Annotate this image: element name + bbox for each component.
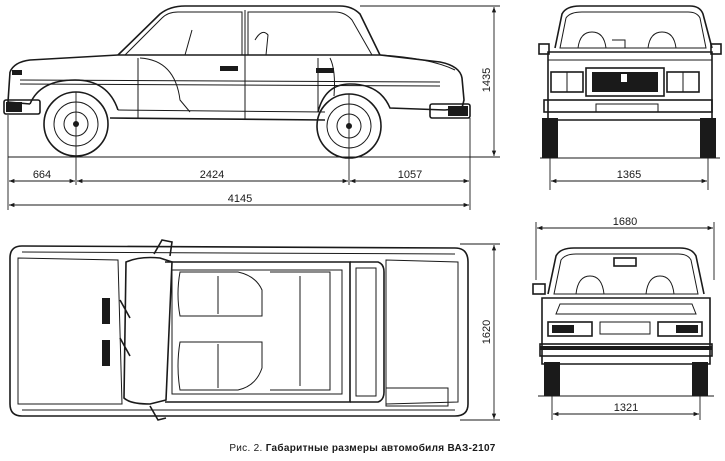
caption-title: Габаритные размеры автомобиля ВАЗ-2107	[265, 443, 496, 454]
front-track-label: 1365	[617, 169, 641, 181]
top-dimensions: 1620	[460, 243, 500, 421]
overall-width-label: 1620	[481, 320, 493, 344]
top-view	[9, 239, 469, 421]
side-dimensions: 664 2424 1057 4145 1435	[9, 5, 500, 208]
front-overhang-label: 664	[33, 169, 51, 181]
rear-dimensions: 1321	[553, 402, 699, 417]
front-dimensions: 1365	[551, 169, 707, 184]
front-view	[538, 5, 722, 190]
wheelbase-label: 2424	[200, 169, 224, 181]
rear-view: 1680	[532, 216, 715, 420]
side-view	[3, 5, 500, 210]
overall-height-label: 1435	[481, 68, 493, 92]
caption-prefix: Рис. 2.	[229, 443, 263, 454]
figure-caption: Рис. 2. Габаритные размеры автомобиля ВА…	[0, 443, 725, 454]
rear-track-label: 1321	[614, 402, 638, 414]
overall-length-label: 4145	[228, 193, 252, 205]
body-width-label: 1680	[613, 216, 637, 228]
rear-overhang-label: 1057	[398, 169, 422, 181]
